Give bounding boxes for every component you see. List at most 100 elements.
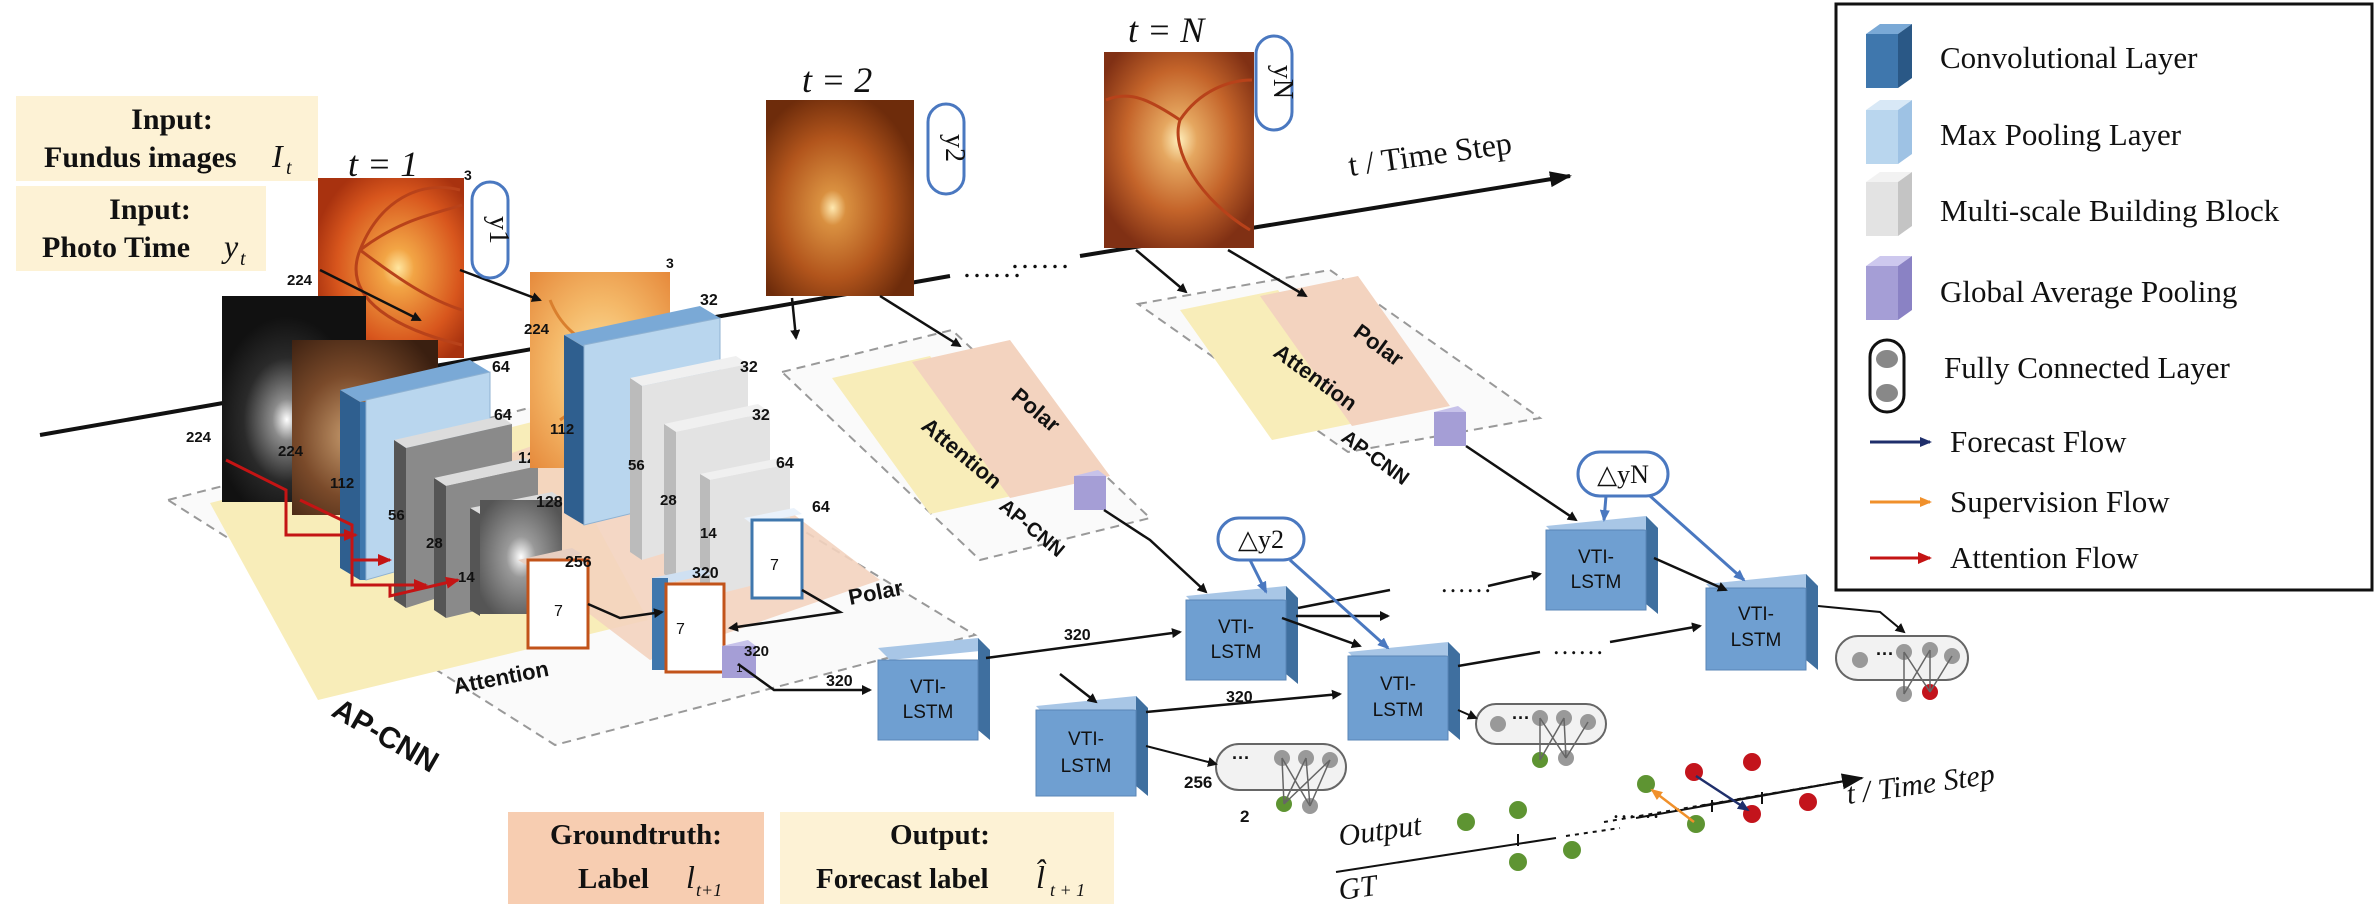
dim-32-c: 32: [752, 407, 770, 424]
output-title: Output:: [890, 819, 990, 851]
lstm-label-2a: VTI-: [1218, 617, 1254, 638]
dim-14: 14: [458, 569, 475, 586]
legend-label-3: Global Average Pooling: [1940, 274, 2237, 309]
legend-label-6: Supervision Flow: [1950, 484, 2170, 519]
time-axis-label: t / Time Step: [1346, 124, 1514, 183]
groundtruth-box: Groundtruth: Label l t+1: [508, 812, 764, 904]
lstm-label-2c: VTI-: [1380, 674, 1416, 695]
ap-cnn-panel-tN: Attention Polar AP-CNN: [1135, 268, 1543, 490]
lstm-label-2b: LSTM: [1211, 642, 1262, 663]
lstm-label-1b: LSTM: [903, 702, 954, 723]
legend-label-5: Forecast Flow: [1950, 424, 2127, 459]
time-axis-dots-2: ……: [1010, 242, 1070, 275]
gt-dot-5: [1799, 793, 1817, 811]
input-time-title: Input:: [109, 193, 191, 226]
dim-64-a: 64: [492, 359, 510, 376]
dim-320-bottom: 320: [1226, 689, 1253, 706]
cube-light-gray-icon: [1866, 172, 1912, 236]
groundtruth-sub: t+1: [696, 880, 722, 900]
dim-3-img1: 3: [464, 167, 472, 183]
lstm-dots-bottom: ……: [1552, 631, 1604, 660]
dim-320-gap: 320: [744, 643, 769, 660]
dim-224-black-left: 224: [186, 429, 212, 446]
dim-64-polar-b: 64: [812, 499, 830, 516]
yN-capsule: yN: [1254, 34, 1298, 132]
dim-320-fusion: 320: [692, 565, 719, 582]
dim-320-top: 320: [1064, 627, 1091, 644]
input-fundus-text: Fundus images: [44, 141, 237, 174]
lstm-label-Nb: LSTM: [1571, 572, 1622, 593]
lstm-cell-t1-bottom: VTI- LSTM: [1035, 696, 1148, 797]
groundtruth-var: l: [686, 859, 695, 895]
lstm-cell-tN-bottom: VTI- LSTM: [1705, 574, 1818, 671]
fc-256-label: 256: [1184, 773, 1212, 792]
lstm-dots-top: ……: [1440, 569, 1492, 598]
lstm-label-Na: VTI-: [1578, 547, 1614, 568]
lstm-label-Nc: VTI-: [1738, 604, 1774, 625]
attention-flow-arrows: [225, 458, 460, 598]
input-fundus-var: I: [271, 138, 284, 174]
legend-label-4: Fully Connected Layer: [1944, 350, 2230, 385]
gt-axis-label: GT: [1336, 869, 1381, 907]
output-dot-3: [1637, 775, 1655, 793]
gt-dot-2: [1563, 841, 1581, 859]
lstm-label-1d: LSTM: [1061, 756, 1112, 777]
dim-224-brown: 224: [278, 443, 304, 460]
lstm-label-1c: VTI-: [1068, 729, 1104, 750]
output-dot-2: [1509, 801, 1527, 819]
dim-112-polar: 112: [550, 421, 574, 438]
dim-32-a: 32: [700, 292, 718, 309]
fc-dots-N: ···: [1876, 644, 1894, 664]
cube-lavender-icon: [1866, 256, 1912, 320]
delta-y2-label: △y2: [1238, 525, 1284, 554]
output-dot-5: [1743, 753, 1761, 771]
dim-3-polar: 3: [666, 255, 674, 271]
output-gt-timeline: Output GT t / Time Step ……: [1335, 753, 1997, 907]
y2-label: y2: [939, 134, 970, 162]
delta-y2-capsule: △y2: [1216, 516, 1390, 650]
conv-stack-t1: 64 112 64 56 128 28 128 14 7 256: [330, 359, 592, 650]
output-var: l̂: [1036, 859, 1046, 895]
cube-dark-blue-icon: [1866, 24, 1912, 88]
dim-320-into-lstm: 320: [826, 673, 853, 690]
output-label: Forecast label: [816, 863, 989, 895]
fundus-image-tN: [1104, 52, 1254, 248]
output-time-axis-label: t / Time Step: [1844, 757, 1996, 810]
dim-64-polar: 64: [776, 455, 794, 472]
dim-28: 28: [426, 535, 443, 552]
output-dot-1: [1457, 813, 1475, 831]
dim-128-b: 128: [536, 494, 563, 511]
fc-dots-1: ···: [1232, 748, 1250, 768]
fc-node-capsule-icon: [1868, 338, 1906, 414]
input-time-sub: t: [240, 248, 246, 270]
input-time-box: Input: Photo Time y t: [16, 186, 266, 271]
y1-label: y1: [483, 216, 514, 244]
dim-224-polar: 224: [524, 321, 550, 338]
lstm-label-1a: VTI-: [910, 677, 946, 698]
legend: Convolutional Layer Max Pooling Layer Mu…: [1834, 2, 2374, 592]
lstm-label-Nd: LSTM: [1731, 630, 1782, 651]
lstm-cell-t1-top: VTI- LSTM: [877, 638, 990, 741]
delta-yN-capsule: △yN: [1576, 450, 1746, 582]
polar-conv-stack: 32 112 32 56 32 28 64 14 7 64: [550, 292, 830, 600]
input-fundus-title: Input:: [131, 103, 213, 136]
fc-layer-tN: ···: [1817, 605, 1969, 702]
y2-capsule: y2: [926, 102, 970, 196]
lstm-cell-t2-bottom: VTI- LSTM: [1347, 642, 1460, 741]
dim-7-a: 7: [554, 603, 563, 620]
lstm-label-2d: LSTM: [1373, 700, 1424, 721]
legend-label-7: Attention Flow: [1950, 540, 2139, 575]
fc-dots-2: ···: [1512, 708, 1530, 728]
ap-cnn-label-main: AP-CNN: [327, 692, 445, 779]
dim-14-polar: 14: [700, 525, 717, 542]
vti-lstm-row-bottom: VTI- LSTM VTI- LSTM VTI- LSTM: [1035, 574, 1818, 797]
dim-256: 256: [565, 554, 592, 571]
lstm-connections: 320 320 320 …… ……: [737, 444, 1728, 714]
fusion-block: 7 320 320 1: [587, 565, 844, 678]
ap-cnn-panel-t2: Attention Polar AP-CNN: [779, 328, 1153, 562]
dim-56: 56: [388, 507, 405, 524]
lstm-cell-t2-top: VTI- LSTM: [1185, 586, 1298, 684]
output-box: Output: Forecast label l̂ t + 1: [780, 812, 1114, 904]
